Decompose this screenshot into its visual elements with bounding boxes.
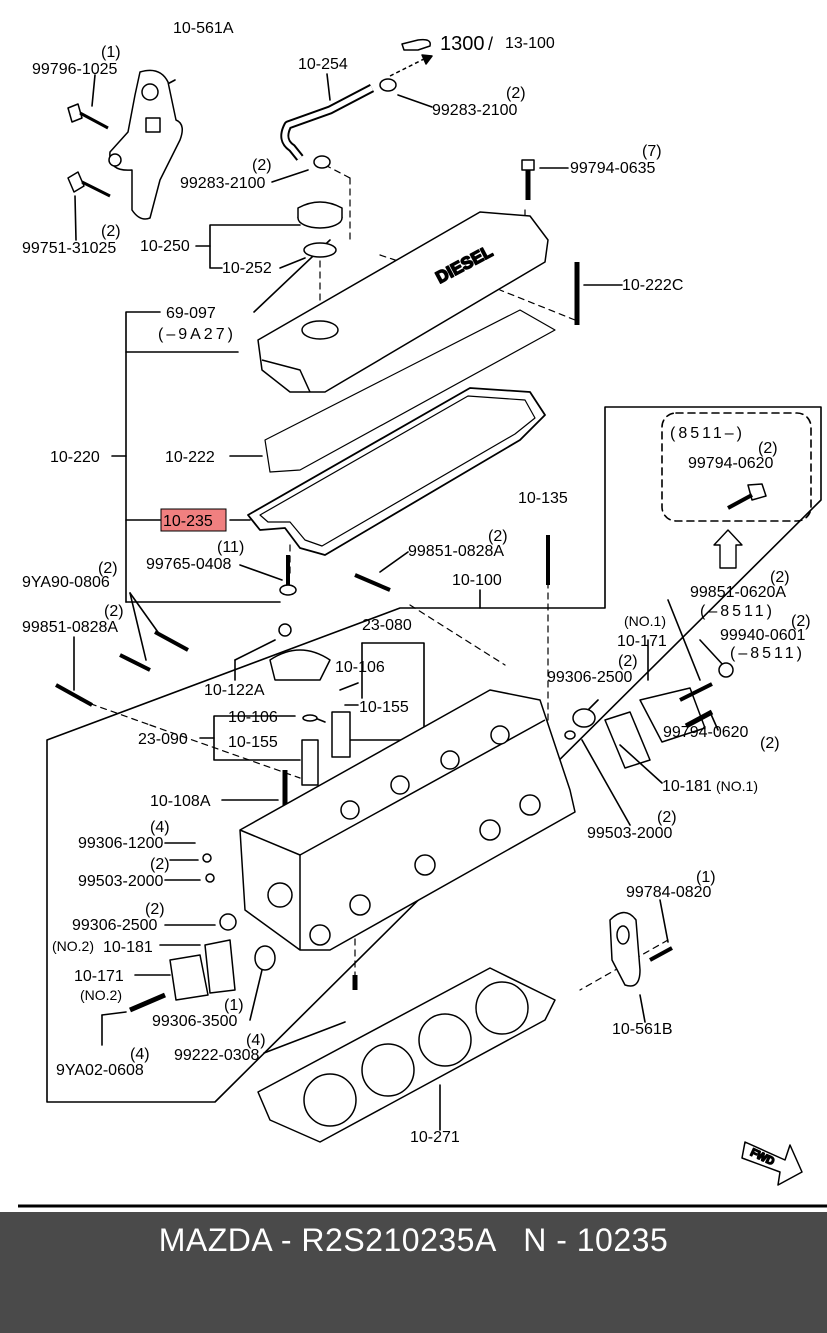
label-13-100: 13-100 [505, 35, 555, 52]
label-10-235: 10-235 [163, 513, 213, 530]
label-99784-0820: 99784-0820 [626, 884, 712, 901]
label-10-155-b: 10-155 [228, 734, 278, 751]
label-99306d-qty: (1) [224, 997, 244, 1014]
label-99794c-qty: (2) [760, 735, 780, 752]
label-10-171-b-no: (NO.2) [80, 987, 122, 1003]
label-10-254: 10-254 [298, 56, 348, 73]
label-99283-2100-a: 99283-2100 [432, 102, 518, 119]
label-99794-0620-c: 99794-0620 [663, 724, 749, 741]
bracket-23-080 [349, 642, 425, 741]
label-10-561a: 10-561A [173, 20, 234, 37]
label-99794-0620-b: 99794-0620 [688, 455, 774, 472]
part-drawings: DIESEL [55, 38, 803, 1186]
bracket-10-220 [125, 311, 239, 353]
label-10-561b: 10-561B [612, 1021, 673, 1038]
label-99851-0828a-b: 99851-0828A [22, 619, 118, 636]
label-9ya90-0806: 9YA90-0806 [22, 574, 110, 591]
label-99222-qty: (4) [246, 1032, 266, 1049]
label-99222-0308: 99222-0308 [174, 1047, 260, 1064]
label-99503-2000-a: 99503-2000 [587, 825, 673, 842]
label-99765-qty: (11) [217, 539, 244, 556]
label-99796-qty: (1) [101, 44, 121, 61]
label-10-171-b: 10-171 [74, 968, 124, 985]
label-10-222: 10-222 [165, 449, 215, 466]
label-99751-31025: 99751-31025 [22, 240, 116, 257]
label-10-181-a: 10-181 [662, 778, 712, 795]
label-10-122a: 10-122A [204, 682, 265, 699]
range-group-box [661, 412, 812, 522]
label-99306a-qty: (2) [618, 653, 638, 670]
label-10-100: 10-100 [452, 572, 502, 589]
up-arrow-icon [713, 529, 743, 569]
label-10-181-b: 10-181 [103, 939, 153, 956]
label-99306-3500: 99306-3500 [152, 1013, 238, 1030]
label-9ya02-0608: 9YA02-0608 [56, 1062, 144, 1079]
label-99283-2100-b: 99283-2100 [180, 175, 266, 192]
label-1300: 1300 [440, 33, 485, 55]
label-99283a-qty: (2) [506, 85, 526, 102]
label-99794-0635: 99794-0635 [570, 160, 656, 177]
label-99283b-qty: (2) [252, 157, 272, 174]
label-99794b-qty: (2) [758, 440, 778, 457]
label-99794a-qty: (7) [642, 143, 662, 160]
label-99503-2000-b: 99503-2000 [78, 873, 164, 890]
label-99851c-qty: (2) [770, 569, 790, 586]
label-99784-qty: (1) [696, 869, 716, 886]
label-99765-0408: 99765-0408 [146, 556, 232, 573]
highlight-box [160, 508, 227, 532]
label-10-181-a-no: (NO.1) [716, 778, 758, 794]
label-99306c-qty: (2) [145, 901, 165, 918]
label-slash: / [488, 34, 493, 54]
label-99751-qty: (2) [101, 223, 121, 240]
label-10-171-a: 10-171 [617, 633, 667, 650]
label-10-252: 10-252 [222, 260, 272, 277]
label-10-222c: 10-222C [622, 277, 683, 294]
label-10-106-b: 10-106 [228, 709, 278, 726]
label-10-250: 10-250 [140, 238, 190, 255]
label-99306-1200: 99306-1200 [78, 835, 164, 852]
label-10-155-a: 10-155 [359, 699, 409, 716]
parts-diagram: DIESEL [18, 20, 827, 1208]
label-99851c-range: (–8511) [700, 603, 775, 620]
label-99940-qty: (2) [791, 613, 811, 630]
label-99940-0601: 99940-0601 [720, 627, 806, 644]
label-99503b-qty: (2) [150, 856, 170, 873]
label-99851-0828a-a: 99851-0828A [408, 543, 504, 560]
label-99503a-qty: (2) [657, 809, 677, 826]
label-10-271: 10-271 [410, 1129, 460, 1146]
caption-bar [0, 1212, 827, 1333]
assembly-outline [46, 406, 822, 1103]
label-99306-2500-a: 99306-2500 [547, 669, 633, 686]
part-labels: 10-561A (1) 99796-1025 (2) 99751-31025 1… [22, 20, 811, 1146]
label-99851b-qty: (2) [104, 603, 124, 620]
label-69-097-range: (–9A27) [158, 326, 236, 343]
label-99306-2500-b: 99306-2500 [72, 917, 158, 934]
label-no1-a: (NO.1) [624, 613, 666, 629]
label-23-090: 23-090 [138, 731, 188, 748]
label-9ya02-qty: (4) [130, 1046, 150, 1063]
label-8511-range: (8511–) [670, 425, 745, 442]
label-99796-1025: 99796-1025 [32, 61, 118, 78]
label-23-080: 23-080 [362, 617, 412, 634]
label-99306b-qty: (4) [150, 819, 170, 836]
label-10-108a: 10-108A [150, 793, 211, 810]
label-10-106-a: 10-106 [335, 659, 385, 676]
label-9ya90-qty: (2) [98, 560, 118, 577]
label-99851-0620a: 99851-0620A [690, 584, 786, 601]
label-69-097: 69-097 [166, 305, 216, 322]
label-99851a-qty: (2) [488, 528, 508, 545]
label-10-135: 10-135 [518, 490, 568, 507]
label-99940-range: (–8511) [730, 645, 805, 662]
label-10-220: 10-220 [50, 449, 100, 466]
label-10-181-b-no: (NO.2) [52, 938, 94, 954]
part-number-caption: MAZDA - R2S210235A N - 10235 [158, 1222, 669, 1258]
